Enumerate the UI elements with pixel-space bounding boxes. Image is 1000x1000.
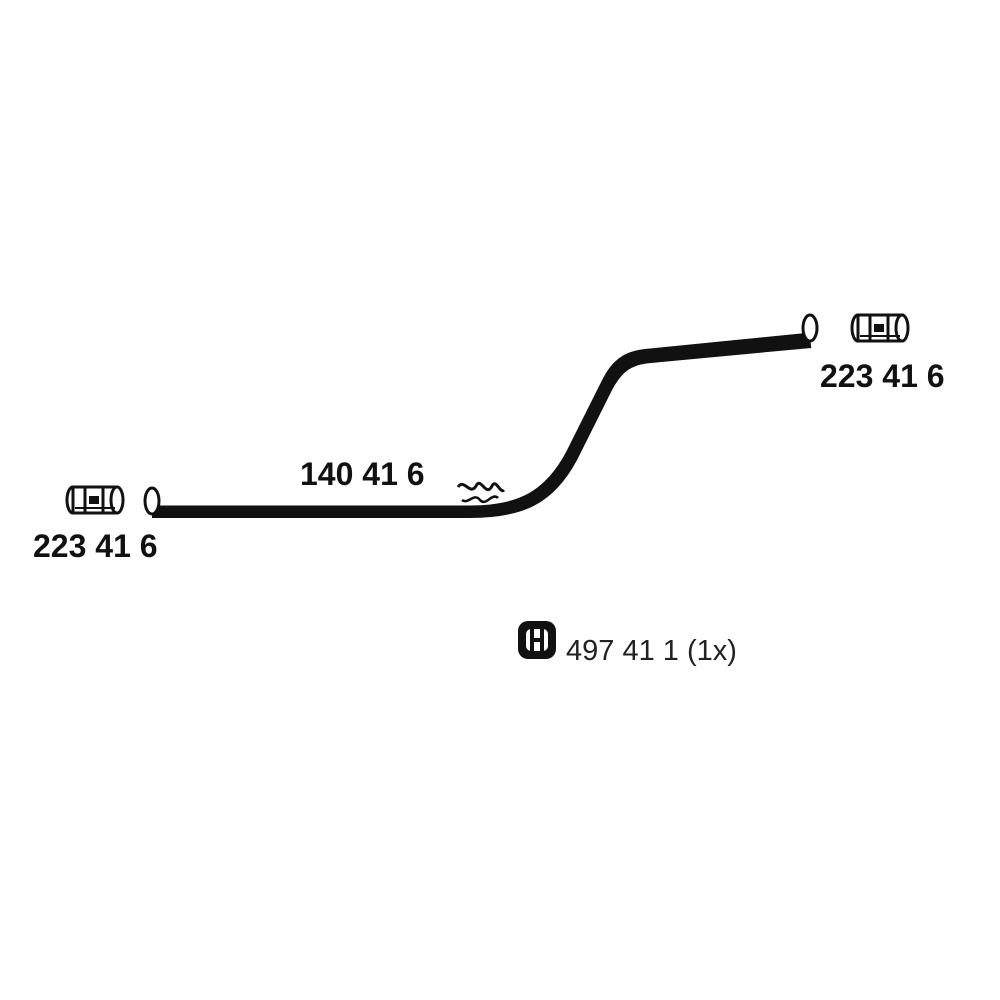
exhaust-pipe: [143, 313, 819, 518]
mount-quantity: (1x): [686, 635, 737, 667]
pipe-left-end: [143, 486, 161, 516]
pipe-right-end: [801, 313, 819, 343]
clamp-left-part-number: 223 41 6: [33, 528, 158, 564]
clamp-right-icon: [850, 313, 910, 343]
clamp-right-part-number: 223 41 6: [820, 358, 945, 394]
clamp-left-icon: [65, 485, 125, 515]
pipe-part-number: 140 41 6: [300, 456, 425, 492]
mount-label: 497 41 1 (1x): [566, 637, 737, 666]
mounting-rubber-icon: [518, 621, 556, 659]
mount-part-number: 497 41 1: [566, 635, 679, 667]
pipe-flex-section: [456, 481, 506, 493]
